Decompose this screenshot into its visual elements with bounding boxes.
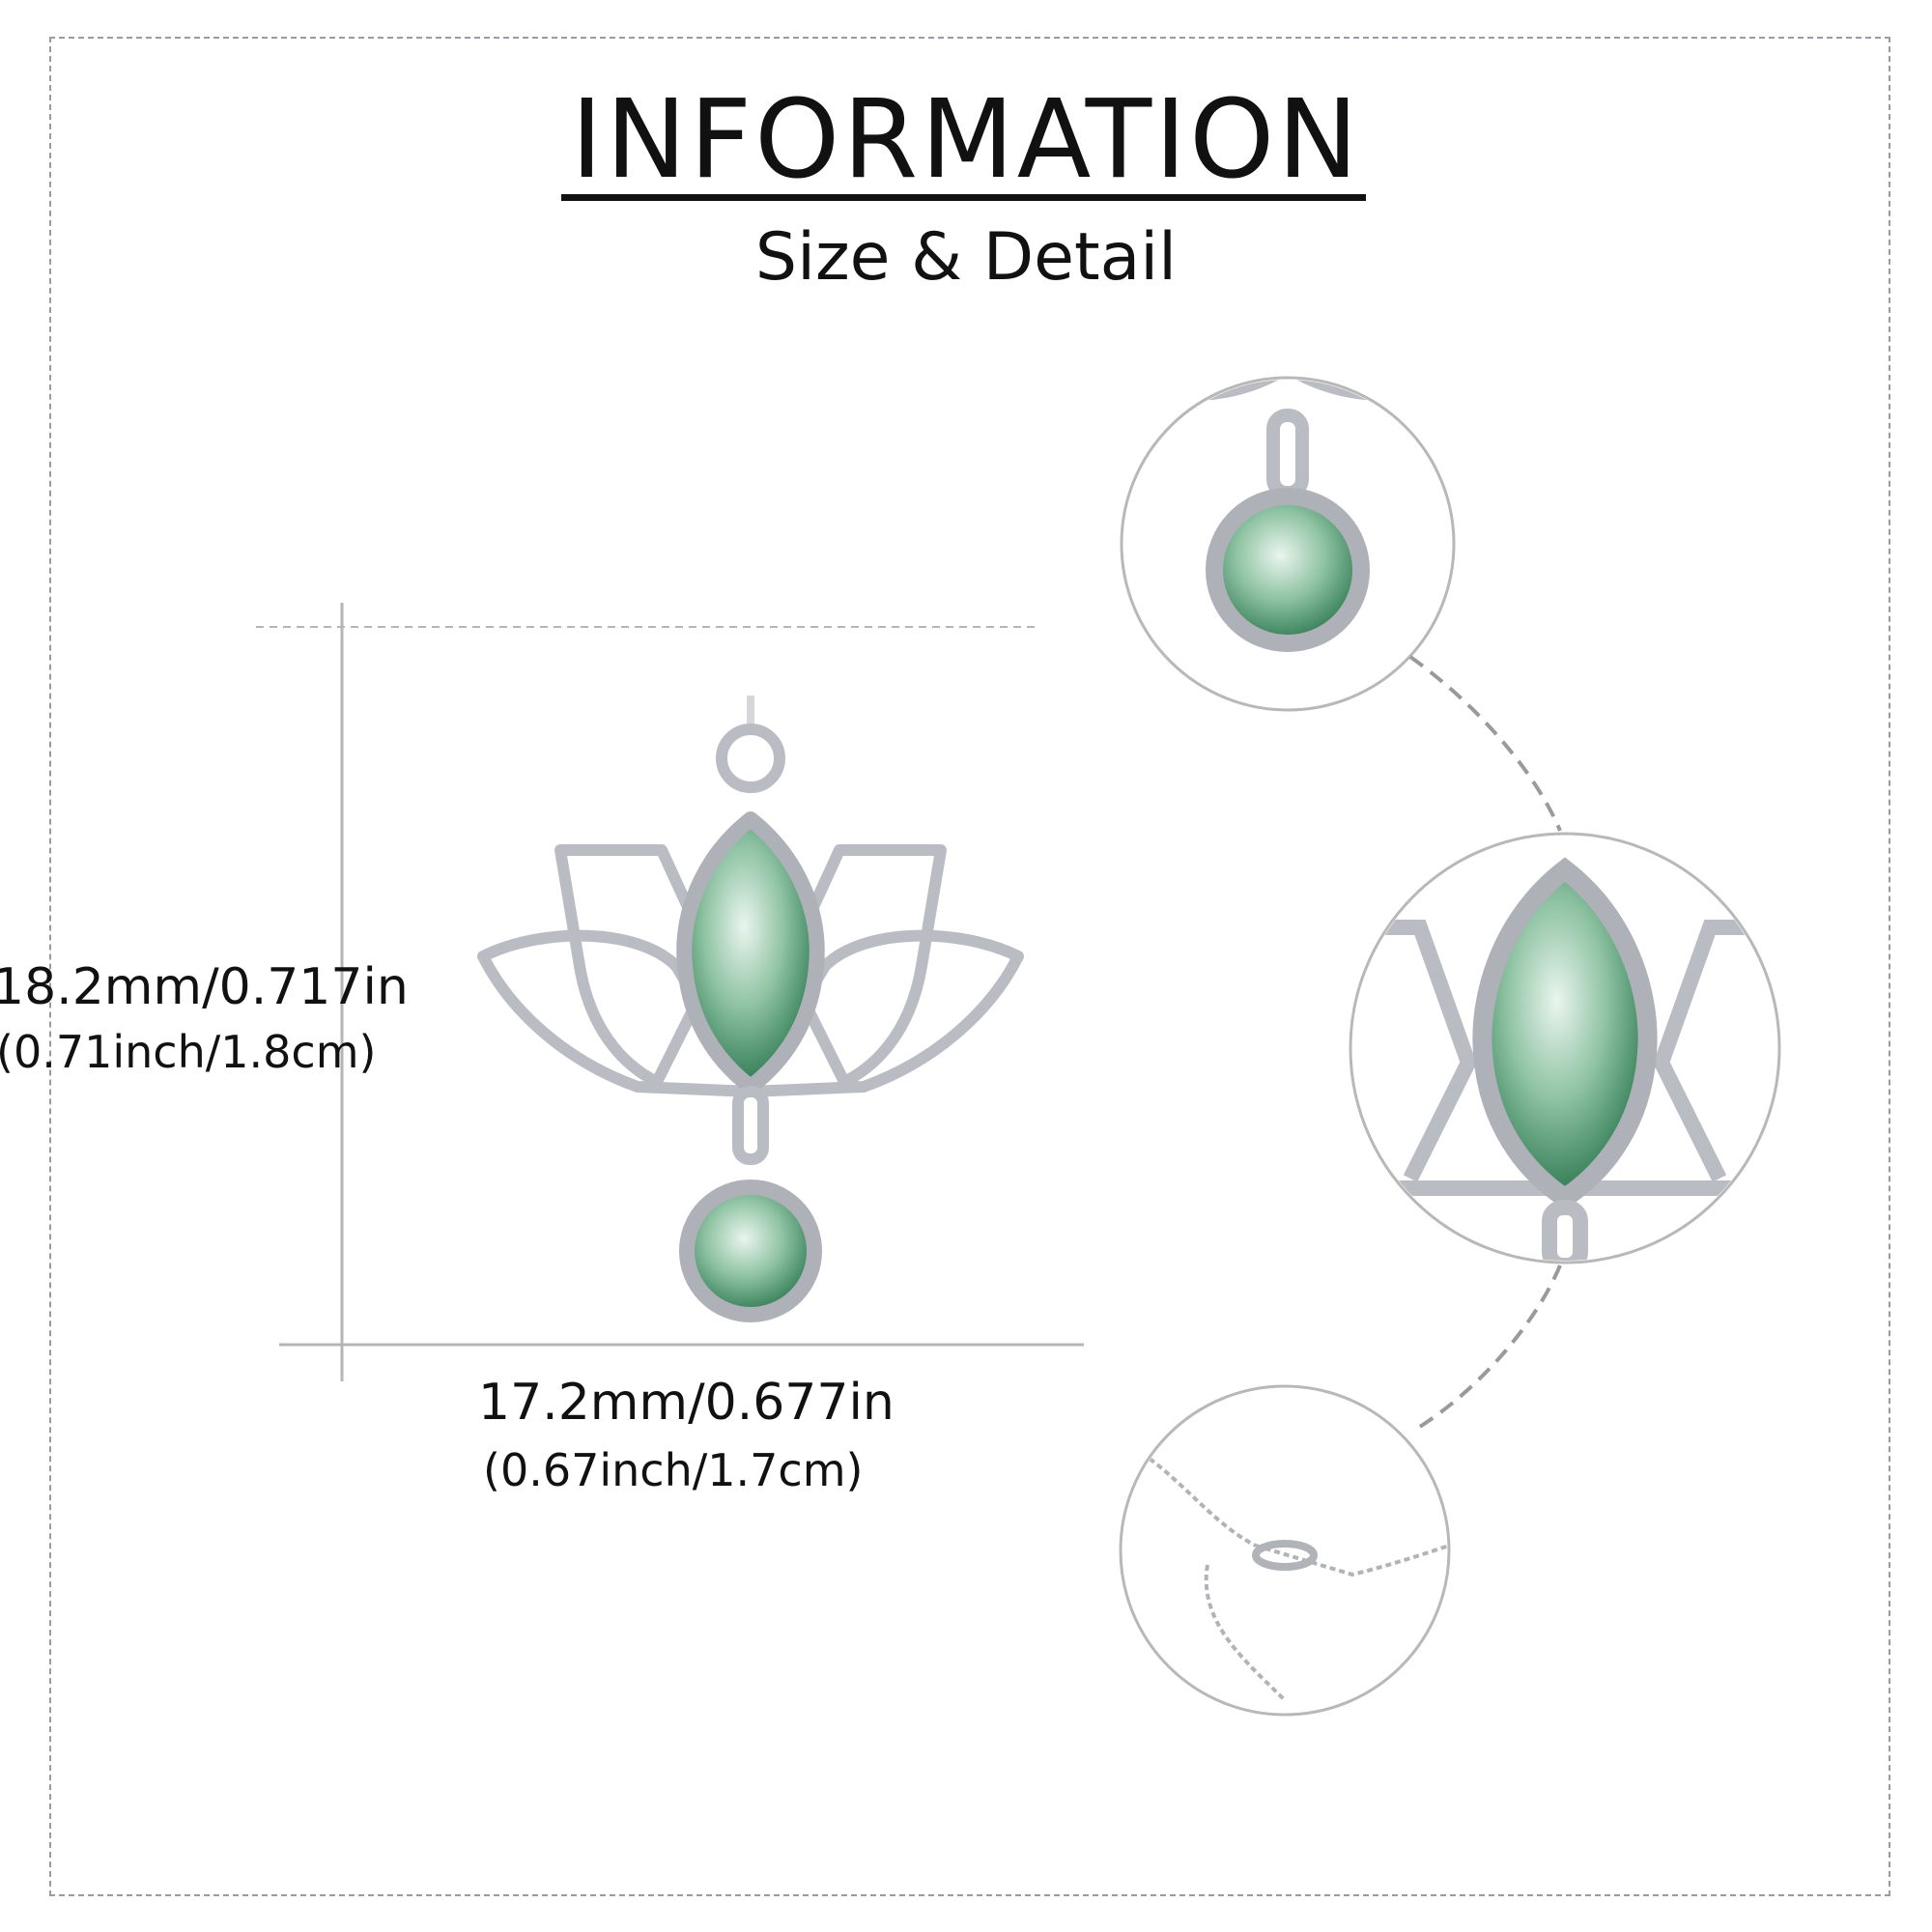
page-title: INFORMATION bbox=[570, 77, 1362, 203]
page-subtitle: Size & Detail bbox=[754, 219, 1178, 296]
title-underline bbox=[561, 194, 1366, 201]
height-dimension-primary: 18.2mm/0.717in bbox=[0, 958, 409, 1016]
width-dimension-primary: 17.2mm/0.677in bbox=[478, 1374, 895, 1432]
connector-arcs bbox=[1408, 655, 1562, 1432]
dimension-guides bbox=[256, 603, 1084, 1381]
detail-circle-chain-clasp bbox=[1119, 1384, 1451, 1717]
width-dimension-secondary: (0.67inch/1.7cm) bbox=[483, 1444, 864, 1496]
detail-circle-drop-stone bbox=[1120, 376, 1456, 712]
detail-circle-marquise-stone bbox=[1349, 832, 1781, 1264]
dashed-frame bbox=[49, 37, 1890, 1896]
height-dimension-secondary: (0.71inch/1.8cm) bbox=[0, 1026, 377, 1078]
lotus-pendant bbox=[477, 696, 1024, 1322]
